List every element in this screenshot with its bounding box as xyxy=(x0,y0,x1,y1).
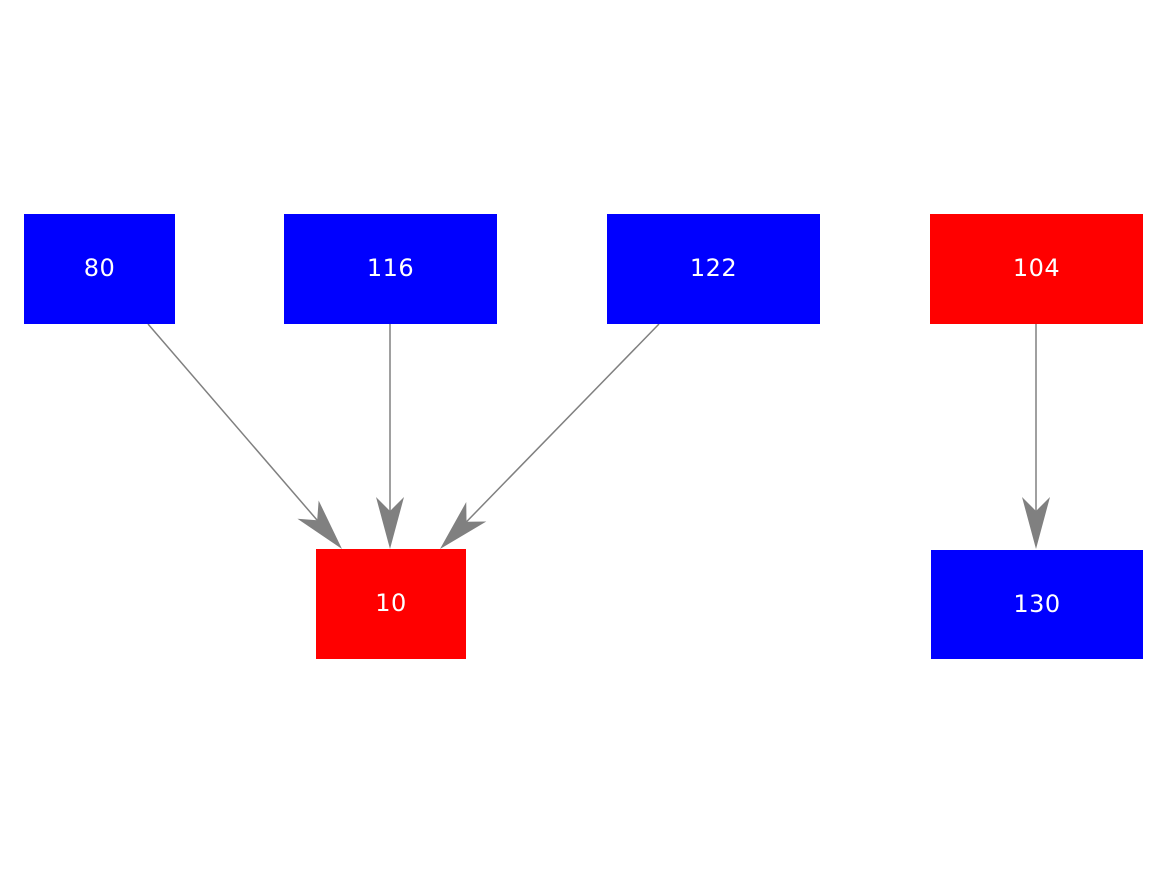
node-label: 10 xyxy=(375,589,407,617)
graph-node-116[interactable]: 116 xyxy=(284,214,497,324)
node-label: 116 xyxy=(366,254,415,282)
graph-node-80[interactable]: 80 xyxy=(24,214,175,324)
edge-line xyxy=(463,323,660,526)
node-label: 122 xyxy=(689,254,738,282)
graph-edge xyxy=(440,323,660,549)
graph-edge xyxy=(147,323,342,549)
graph-node-104[interactable]: 104 xyxy=(930,214,1143,324)
edge-arrowhead-icon xyxy=(297,500,342,549)
graph-node-130[interactable]: 130 xyxy=(931,550,1143,659)
node-label: 104 xyxy=(1012,254,1061,282)
node-label: 80 xyxy=(83,254,116,282)
graph-edge xyxy=(1022,323,1050,549)
graph-node-10[interactable]: 10 xyxy=(316,549,466,659)
edge-arrowhead-icon xyxy=(1022,497,1050,549)
graph-node-122[interactable]: 122 xyxy=(607,214,820,324)
edge-arrowhead-icon xyxy=(376,497,404,549)
node-label: 130 xyxy=(1013,589,1061,618)
edge-arrowhead-icon xyxy=(440,501,487,549)
edge-line xyxy=(147,323,321,524)
graph-edge xyxy=(376,323,404,549)
